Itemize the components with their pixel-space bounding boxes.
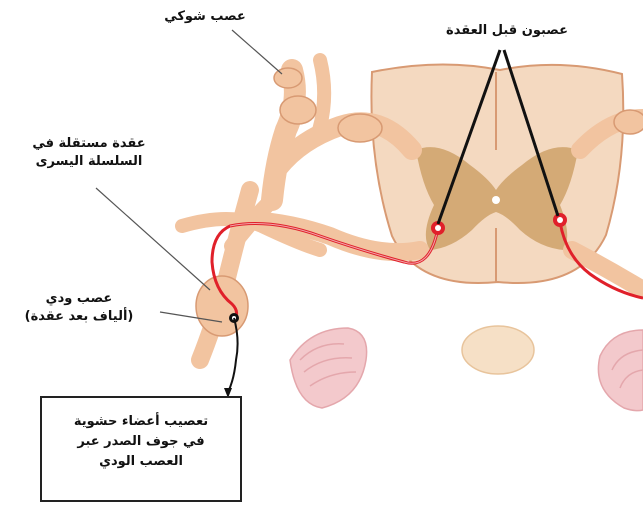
label-preganglionic-neurons: عصبون قبل العقدة <box>422 22 592 40</box>
label-cardiac-nerve: عصب ودي (ألياف بعد عقدة) <box>4 290 154 326</box>
caption-line-3: العصب الودي <box>42 452 240 472</box>
caption-line-1: تعصيب أعضاء حشوية <box>42 412 240 432</box>
label-chain-ganglion: عقدة مستقلة في السلسلة اليسرى <box>14 135 164 171</box>
organ-center <box>462 326 534 374</box>
label-spinal-nerve: عصب شوكي <box>150 8 260 26</box>
caption-line-2: في جوف الصدر عبر <box>42 432 240 452</box>
caption-box: تعصيب أعضاء حشوية في جوف الصدر عبر العصب… <box>40 396 242 502</box>
